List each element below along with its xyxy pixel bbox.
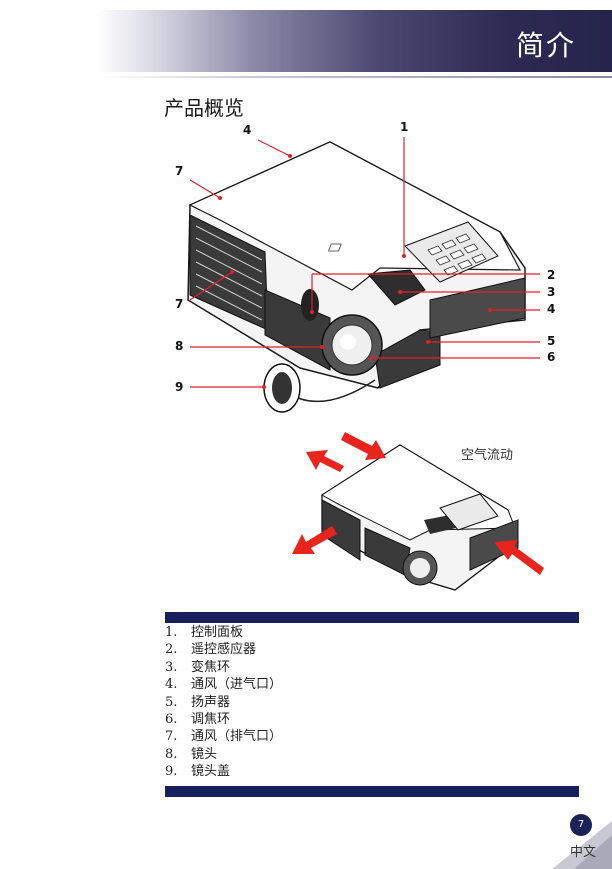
callout-6: 6 xyxy=(547,350,555,364)
list-item: 3.变焦环 xyxy=(165,659,231,675)
callout-9: 9 xyxy=(175,380,183,394)
banner-underline xyxy=(98,76,612,78)
list-item: 6.调焦环 xyxy=(165,712,231,728)
callout-lines xyxy=(189,137,540,388)
callout-1: 1 xyxy=(400,120,408,134)
callout-7-front: 7 xyxy=(175,297,183,311)
list-item: 2.遥控感应器 xyxy=(165,642,257,658)
chapter-banner: 简介 xyxy=(98,10,612,72)
section-title: 产品概览 xyxy=(164,96,244,120)
callout-2: 2 xyxy=(547,268,555,282)
list-item: 1.控制面板 xyxy=(165,625,244,640)
airflow-figure xyxy=(292,432,544,591)
parts-list: 1.控制面板 2.遥控感应器 3.变焦环 4.通风（进气口） 5.扬声器 6.调… xyxy=(165,624,282,781)
page-corner-shade xyxy=(552,821,612,869)
page-language: 中文 xyxy=(570,845,597,860)
airflow-arrows xyxy=(292,432,544,575)
table-top-bar xyxy=(165,612,579,623)
list-item: 8.镜头 xyxy=(165,746,218,762)
table-bottom-bar xyxy=(165,786,579,797)
projector-illustration xyxy=(187,141,526,413)
callout-7-top: 7 xyxy=(175,164,183,178)
list-item: 7.通风（排气口） xyxy=(165,729,283,745)
airflow-projector-illustration xyxy=(321,444,519,591)
chapter-title: 简介 xyxy=(515,29,576,62)
list-item: 9.镜头盖 xyxy=(165,764,231,780)
callout-5: 5 xyxy=(547,334,555,348)
airflow-label: 空气流动 xyxy=(461,448,514,463)
callout-4-side: 4 xyxy=(547,302,555,316)
page-number: 7 xyxy=(570,814,592,836)
callout-3: 3 xyxy=(547,285,555,299)
projector-overview-figure: 1 2 3 4 4 5 6 7 7 8 9 xyxy=(175,120,555,413)
callout-4-top: 4 xyxy=(243,123,251,137)
callout-8: 8 xyxy=(175,339,183,353)
list-item: 4.通风（进气口） xyxy=(165,677,283,693)
list-item: 5.扬声器 xyxy=(165,694,231,710)
